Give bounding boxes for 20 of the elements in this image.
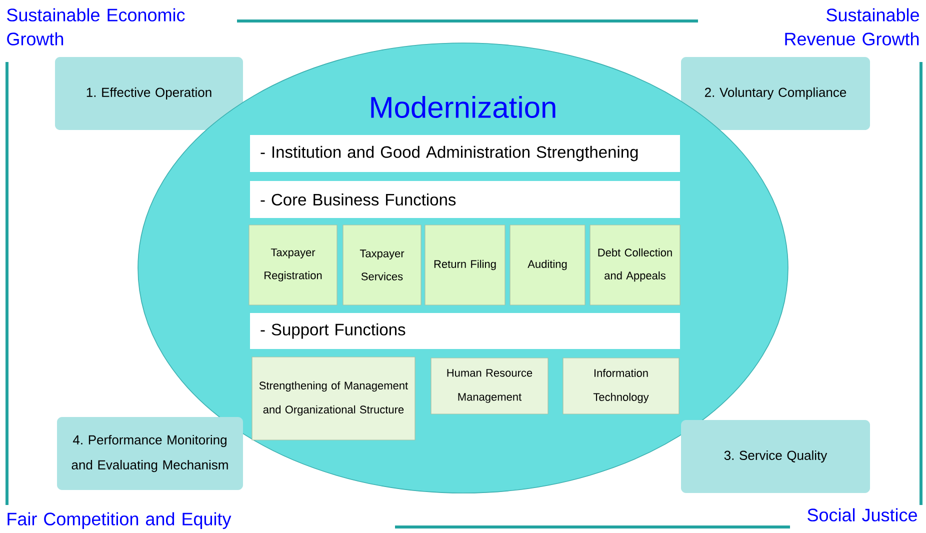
- corner-label: Sustainable Revenue Growth: [785, 8, 919, 46]
- goal-box: 2. Voluntary Compliance: [681, 57, 870, 130]
- category-bar: - Core Business Functions: [250, 181, 680, 218]
- goal-box: 1. Effective Operation: [55, 57, 243, 130]
- function-box: Return Filing: [424, 224, 506, 306]
- function-box: Human Resource Management: [430, 358, 548, 414]
- function-box: Information Technology: [562, 358, 680, 414]
- function-box: Auditing: [510, 224, 586, 306]
- corner-label: Social Justice: [808, 508, 917, 522]
- corner-label: Sustainable Economic Growth: [7, 8, 185, 46]
- category-bar: - Support Functions: [250, 313, 680, 349]
- goal-box: 4. Performance Monitoring and Evaluating Mechanism: [57, 417, 243, 490]
- corner-label: Fair Competition and Equity: [8, 512, 232, 529]
- function-box: Debt Collection and Appeals: [590, 224, 680, 306]
- heading: Modernization: [371, 96, 556, 118]
- function-box: Strengthening of Management and Organizational Structure: [252, 356, 416, 440]
- category-bar: - Institution and Good Administration Strengthening: [250, 135, 680, 172]
- function-box: Taxpayer Services: [342, 224, 422, 306]
- goal-box: 3. Service Quality: [681, 420, 870, 493]
- function-box: Taxpayer Registration: [248, 224, 338, 306]
